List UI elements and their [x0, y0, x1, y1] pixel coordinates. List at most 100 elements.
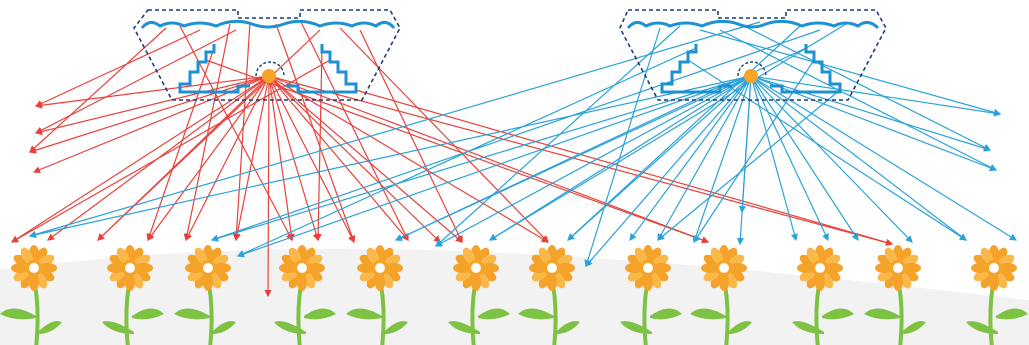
red-ray	[146, 47, 215, 242]
left-lamp-hood	[255, 61, 285, 77]
red-ray	[34, 29, 201, 107]
red-ray	[268, 75, 355, 244]
flower-icon	[346, 245, 408, 345]
leaf	[864, 308, 900, 320]
red-ray	[34, 75, 270, 109]
red-ray	[268, 75, 463, 243]
red-ray	[10, 75, 270, 243]
leaf	[304, 308, 336, 320]
red-ray	[10, 59, 331, 243]
leaf	[132, 308, 164, 320]
leaf	[102, 321, 134, 334]
leaf	[728, 321, 752, 334]
red-ray	[268, 75, 320, 242]
flower-head	[971, 245, 1017, 291]
red-ray	[339, 27, 549, 243]
blue-ray	[692, 75, 752, 244]
flower-icon	[690, 245, 752, 345]
leaf	[650, 308, 682, 320]
leaf	[384, 321, 408, 334]
red-ray	[275, 23, 356, 244]
red-ray	[179, 25, 293, 242]
blue-ray	[750, 75, 998, 172]
red-ray	[268, 75, 409, 241]
blue-ray	[584, 27, 661, 268]
flower-icon	[174, 245, 236, 345]
blue-ray	[738, 75, 752, 214]
red-ray	[34, 75, 270, 136]
flower-icon	[0, 245, 62, 345]
flower-icon	[620, 245, 682, 345]
flower-icon	[966, 245, 1028, 345]
blue-ray	[687, 59, 968, 241]
red-ray	[268, 75, 550, 243]
red-ray	[268, 75, 710, 244]
right-reflector-step-right	[770, 44, 842, 94]
blue-ray	[435, 25, 681, 247]
blue-ray	[750, 75, 859, 242]
flower-icon	[518, 245, 580, 345]
blue-ray	[488, 75, 752, 241]
leaf	[792, 321, 824, 334]
flower-icon	[274, 245, 336, 345]
blue-ray	[394, 47, 807, 241]
blue-ray	[567, 25, 801, 241]
blue-ray	[750, 75, 913, 243]
blue-ray	[28, 21, 761, 238]
right-lamp-icon	[744, 69, 758, 83]
red-ray	[29, 27, 167, 153]
blue-ray	[210, 29, 821, 242]
right-luminaire	[619, 9, 887, 101]
red-ray	[355, 89, 894, 246]
blue-ray	[28, 75, 752, 239]
red-ray	[183, 23, 231, 242]
blue-ray	[236, 75, 752, 258]
leaf	[996, 308, 1028, 320]
red-ray	[268, 75, 894, 246]
left-reflector-top	[140, 19, 396, 29]
red-ray	[268, 75, 295, 242]
flower-icon	[448, 245, 510, 345]
blue-ray	[585, 75, 752, 267]
leaf	[556, 321, 580, 334]
blue-ray	[657, 89, 841, 241]
ground-shadow	[0, 248, 1029, 345]
left-housing-dashed	[133, 9, 401, 101]
flower-row	[0, 245, 1028, 345]
leaf	[620, 321, 652, 334]
blue-ray	[434, 75, 752, 247]
flower-icon	[792, 245, 854, 345]
leaf	[38, 321, 62, 334]
red-ray	[147, 75, 270, 241]
blue-ray	[750, 75, 798, 242]
leaf	[274, 321, 306, 334]
red-ray	[299, 19, 409, 242]
blue-ray	[210, 75, 752, 242]
blue-ray	[693, 59, 815, 244]
left-reflector-step-left	[178, 44, 250, 94]
right-reflector-step-left	[660, 44, 732, 94]
blue-ray	[739, 23, 992, 151]
red-ray	[233, 75, 270, 242]
blue-ray	[719, 29, 998, 171]
blue-ray	[750, 75, 829, 242]
right-housing-dashed	[619, 9, 887, 101]
leaf	[518, 308, 554, 320]
blue-ray	[629, 75, 752, 241]
leaf	[822, 308, 854, 320]
flower-icon	[864, 245, 926, 345]
blue-ray	[699, 29, 1002, 116]
blue-ray	[750, 75, 967, 241]
blue-ray	[750, 75, 992, 152]
blue-ray	[657, 75, 752, 242]
leaf	[0, 308, 36, 320]
left-luminaire	[133, 9, 401, 101]
leaf	[212, 321, 236, 334]
leaf	[346, 308, 382, 320]
red-ray	[28, 75, 270, 154]
left-reflector-step-right	[286, 44, 358, 94]
blue-ray	[750, 75, 1002, 117]
leaf	[448, 321, 480, 334]
leaf	[478, 308, 510, 320]
blue-ray	[750, 75, 1018, 241]
